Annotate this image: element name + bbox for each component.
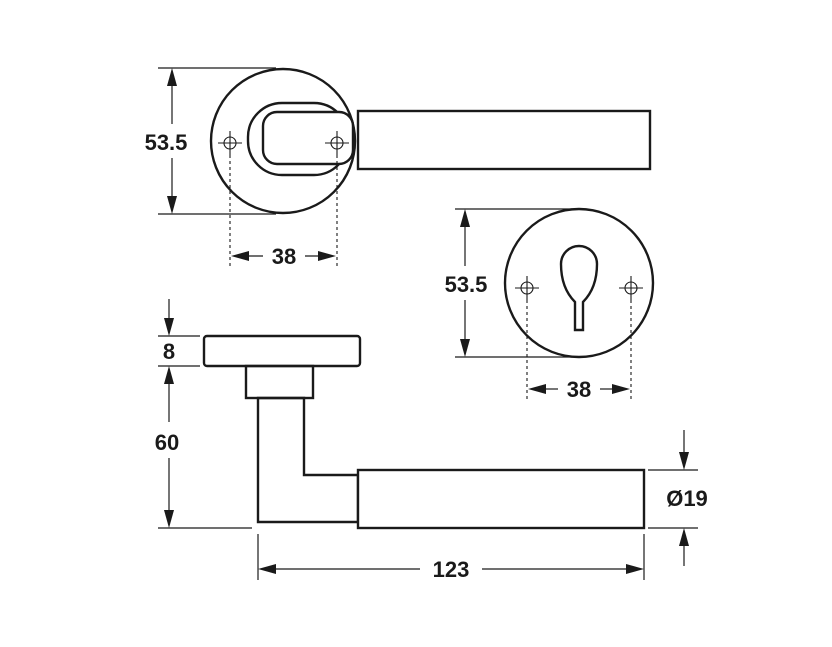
lever-neck [261,110,355,166]
label-lever-length: 123 [433,557,470,582]
label-lever-height: 60 [155,430,179,455]
label-escutcheon-height: 53.5 [445,272,488,297]
lever-bar-side [356,468,646,530]
label-rose-thickness: 8 [163,339,175,364]
dim-escutcheon-holes [528,384,630,394]
top-view-lever-on-rose: 53.5 38 [145,67,652,269]
rose-plate-side [202,334,362,368]
escutcheon-view: 53.5 38 [445,207,655,402]
rose-outer-circle [209,67,357,215]
rose-collar-side [244,364,315,400]
euro-cylinder-keyhole [559,244,599,332]
escutcheon-screw-hole-left [515,276,539,300]
label-escutcheon-holes: 38 [567,377,591,402]
dim-lever-diameter [648,430,698,566]
label-lever-diameter: Ø19 [666,486,708,511]
dim-lever-height [158,366,252,529]
lever-bar-top [356,109,652,171]
screw-hole-right [325,131,349,155]
escutcheon-screw-hole-right [619,276,643,300]
dim-top-rose-holes [231,251,336,261]
dim-escutcheon-height [455,208,572,358]
dim-lever-length [257,534,645,580]
lever-shank-side [256,396,360,524]
escutcheon-outer-circle [503,207,655,359]
screw-hole-left [218,131,242,155]
side-view-lever: 8 60 Ø19 123 [155,299,708,582]
dim-top-rose-height [158,67,276,215]
dim-rose-thickness [158,299,200,367]
label-top-rose-holes: 38 [272,244,296,269]
label-top-rose-height: 53.5 [145,130,188,155]
